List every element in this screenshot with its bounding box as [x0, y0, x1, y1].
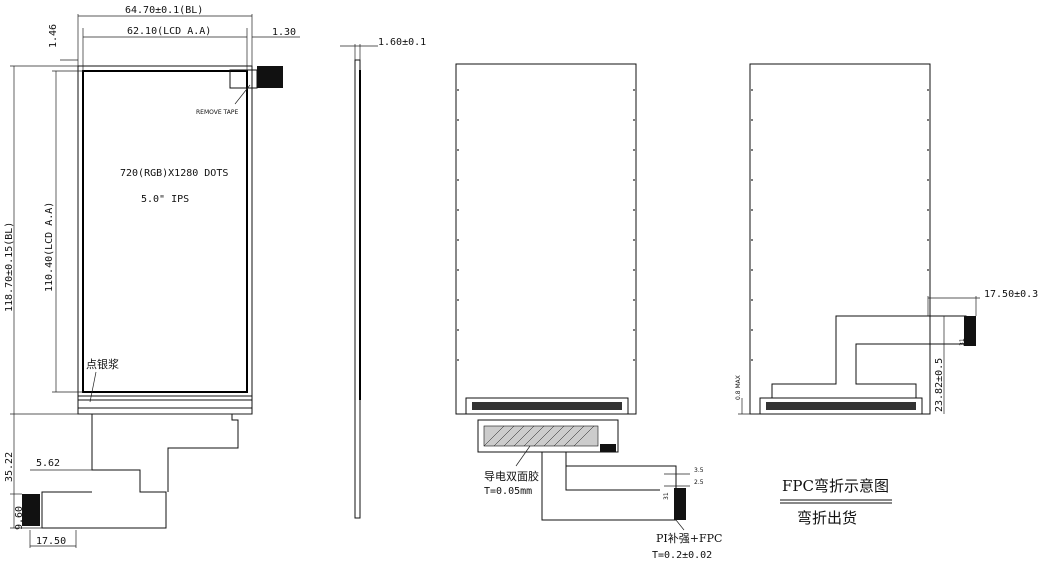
bent-band	[766, 402, 916, 410]
back-pin-label: 31	[663, 492, 670, 500]
dim-width-bl: 64.70±0.1(BL)	[125, 5, 203, 16]
connector-block	[22, 494, 40, 526]
back-connector	[674, 488, 686, 520]
bottom-band	[77, 399, 253, 409]
size-type-text: 5.0" IPS	[141, 194, 189, 205]
dim-bottom-width: 17.50	[36, 536, 66, 547]
dim-right-offset: 1.30	[272, 27, 296, 38]
remove-tape-text: REMOVE TAPE	[196, 109, 238, 116]
bent-connector	[964, 316, 976, 346]
dim-b: 2.5	[694, 479, 704, 486]
bent-view: 17.50±0.3 23.82±0.5 0.8 MAX 31 FPC弯折示意图 …	[735, 63, 1038, 527]
bent-title: FPC弯折示意图	[782, 477, 889, 495]
dim-connector: 9.60	[14, 506, 25, 530]
dim-height-bl: 118.70±0.15(BL)	[4, 222, 15, 312]
dim-fpc-offset: 5.62	[36, 458, 60, 469]
dim-top-offset: 1.46	[48, 24, 59, 48]
dim-thickness: 1.60±0.1	[378, 37, 426, 48]
dim-a: 3.5	[694, 467, 704, 474]
tape-thickness: T=0.05mm	[484, 486, 532, 497]
bent-subtitle: 弯折出货	[797, 509, 857, 527]
front-view: 64.70±0.1(BL) 62.10(LCD A.A) 1.30 1.46 1…	[4, 5, 300, 548]
silver-paste-text: 点银浆	[86, 357, 119, 371]
fpc-outline	[41, 414, 167, 529]
bent-pin-label: 31	[959, 338, 966, 346]
back-fpc	[541, 452, 677, 521]
tape-label: 导电双面胶	[484, 469, 539, 483]
pi-label: PI补强+FPC	[656, 532, 722, 545]
back-view: 导电双面胶 T=0.05mm PI补强+FPC T=0.2±0.02 3.5 2…	[455, 63, 722, 561]
dim-width-lcd: 62.10(LCD A.A)	[127, 26, 211, 37]
bent-dim-height: 23.82±0.5	[934, 358, 945, 412]
bent-dim-width: 17.50±0.3	[984, 289, 1038, 300]
resolution-text: 720(RGB)X1280 DOTS	[120, 168, 228, 179]
fpc-tab	[257, 66, 283, 88]
bent-outline	[749, 63, 931, 415]
back-band	[472, 402, 622, 410]
side-view: 1.60±0.1	[340, 37, 426, 519]
bent-dim-max: 0.8 MAX	[735, 375, 742, 400]
active-area	[82, 70, 248, 393]
back-outline	[455, 63, 637, 415]
dim-height-lcd: 110.40(LCD A.A)	[44, 202, 55, 292]
dim-fpc-height: 35.22	[4, 452, 15, 482]
pi-thickness: T=0.2±0.02	[652, 550, 712, 561]
